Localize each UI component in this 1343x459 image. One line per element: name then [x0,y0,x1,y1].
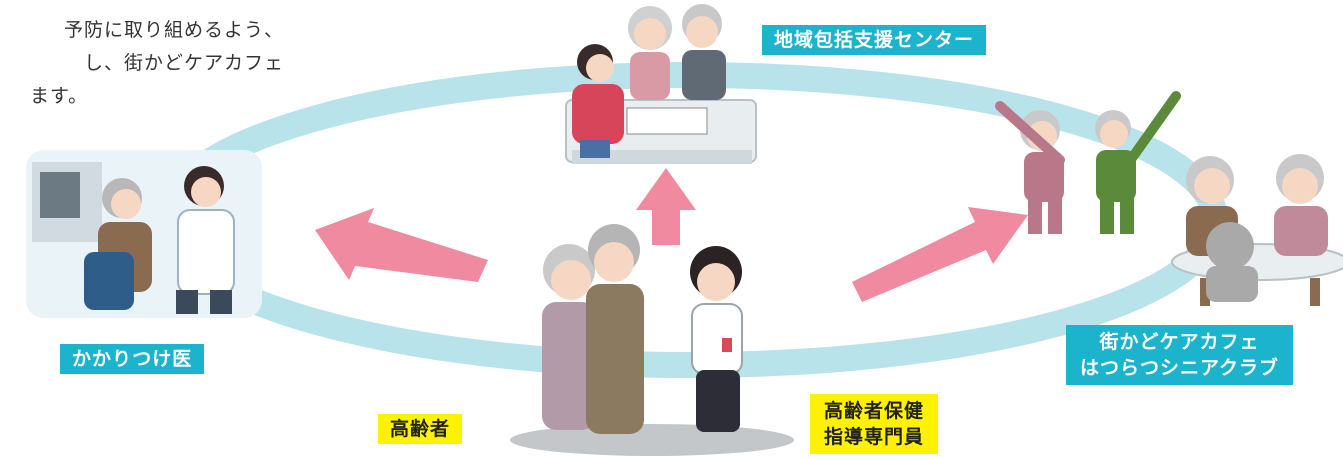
consultation-illustration [565,4,757,164]
intro-line-1: 予防に取り組めるよう、 [63,19,284,41]
kakaritsuke-label: かかりつけ医 [60,344,205,374]
intro-line-3: ます。 [30,85,89,107]
cafe-illustration [1171,154,1343,306]
koreisha-label: 高齢者 [378,414,463,444]
hoken-shido-label: 高齢者保健 指導専門員 [810,394,939,454]
cafe-label: 街かどケアカフェ はつらつシニアクラブ [1066,325,1294,385]
cafe-label-line-1: 街かどケアカフェ [1099,331,1260,353]
intro-text: 予防に取り組めるよう、 し、街かどケアカフェ ます。 [0,14,284,113]
elderly-and-specialist-illustration [510,224,794,456]
arrow-left [315,208,488,282]
arrow-up [636,168,696,245]
doctor-illustration [26,150,262,318]
arrow-right [852,207,1028,302]
hoken-label-line-1: 高齢者保健 [824,400,925,422]
hoken-label-line-2: 指導専門員 [824,426,925,448]
intro-line-2: し、街かどケアカフェ [83,52,284,74]
cafe-label-line-2: はつらつシニアクラブ [1080,357,1280,379]
exercise-illustration [995,91,1181,234]
chiiki-houkatsu-label: 地域包括支援センター [762,25,987,55]
